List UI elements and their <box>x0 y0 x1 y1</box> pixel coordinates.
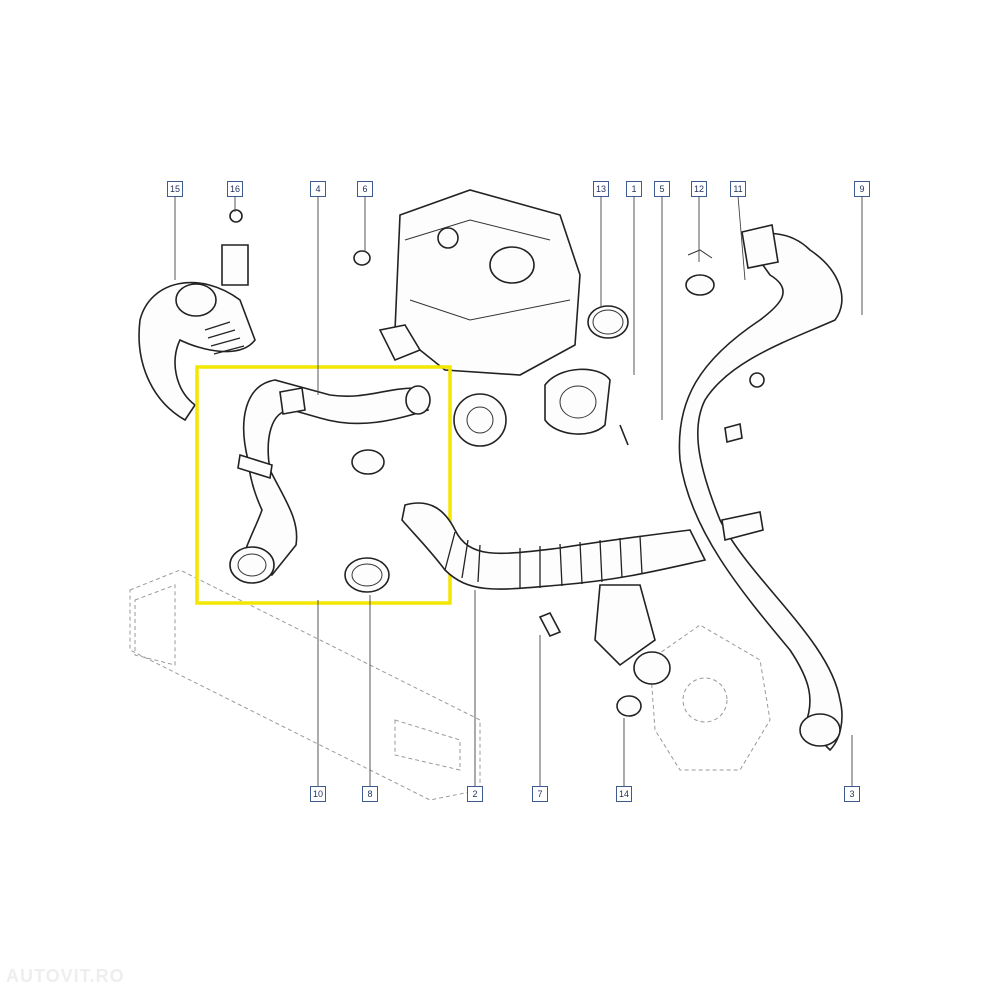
part-label-3: 3 <box>844 786 860 802</box>
hose-part-2 <box>401 502 707 667</box>
part-label-9: 9 <box>854 181 870 197</box>
watermark: AUTOVIT.RO <box>6 966 125 986</box>
hose-part-15 <box>138 209 256 422</box>
highlight-box <box>195 365 452 605</box>
small-parts <box>353 249 765 717</box>
part-label-8: 8 <box>362 786 378 802</box>
part-label-11: 11 <box>730 181 746 197</box>
part-label-14: 14 <box>616 786 632 802</box>
part-label-10: 10 <box>310 786 326 802</box>
turbo-outline <box>453 393 507 447</box>
part-label-15: 15 <box>167 181 183 197</box>
part-label-13: 13 <box>593 181 609 197</box>
hose-part-3 <box>678 224 843 752</box>
intercooler-outline <box>129 569 481 801</box>
part-label-5: 5 <box>654 181 670 197</box>
hose-part-10 <box>229 379 431 584</box>
part-label-2: 2 <box>467 786 483 802</box>
clamp-part-8 <box>344 449 390 593</box>
part-label-6: 6 <box>357 181 373 197</box>
leader-lines <box>174 195 863 786</box>
air-filter-housing <box>378 189 581 376</box>
part-label-4: 4 <box>310 181 326 197</box>
part-label-12: 12 <box>691 181 707 197</box>
valve-body-outline <box>649 624 771 771</box>
part-label-7: 7 <box>532 786 548 802</box>
part-label-16: 16 <box>227 181 243 197</box>
part-label-1: 1 <box>626 181 642 197</box>
